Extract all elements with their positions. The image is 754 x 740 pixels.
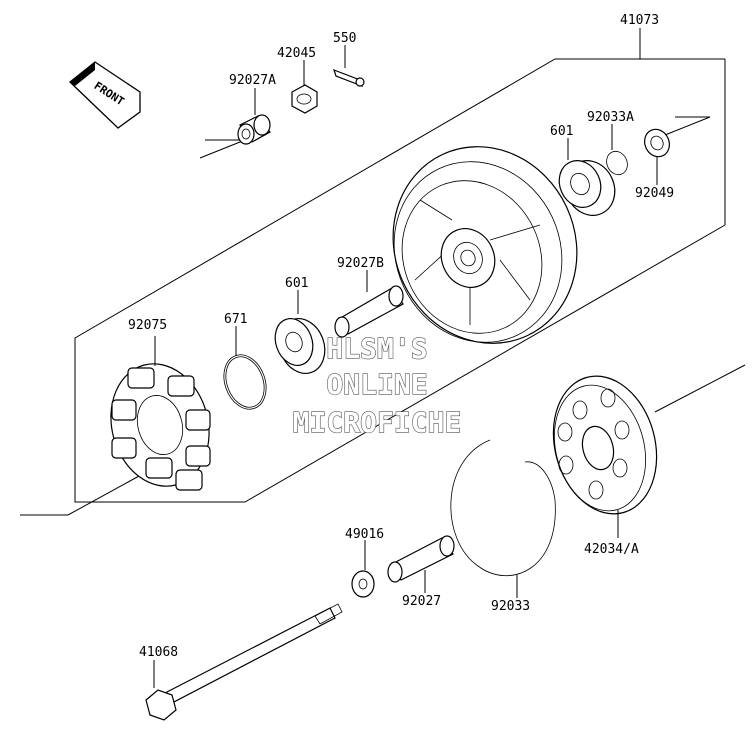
part-labels: 41073 550 42045 92027A 601 92033A 92049 … <box>128 13 674 660</box>
label-92049: 92049 <box>635 186 674 201</box>
label-42045: 42045 <box>277 46 316 61</box>
watermark-line-2: ONLINE <box>326 368 427 401</box>
bearing-601-top <box>558 138 616 216</box>
rear-wheel-rim <box>392 146 578 344</box>
collar-92027 <box>387 535 455 593</box>
label-601-mid: 601 <box>285 276 308 291</box>
label-49016: 49016 <box>345 527 384 542</box>
axle-41068 <box>145 603 343 721</box>
damper-92075 <box>110 336 211 491</box>
washer-49016 <box>351 540 375 598</box>
collar-92027B <box>334 270 404 338</box>
circlip-92033 <box>450 439 556 598</box>
watermark: HLSM'S ONLINE MICROFICHE <box>292 331 462 439</box>
label-92033: 92033 <box>491 599 530 614</box>
label-601-top: 601 <box>550 124 573 139</box>
label-41073: 41073 <box>620 13 659 28</box>
label-41068: 41068 <box>139 645 178 660</box>
watermark-line-3: MICROFICHE <box>293 406 462 439</box>
label-671: 671 <box>224 312 247 327</box>
label-42034A: 42034/A <box>584 542 639 557</box>
collar-92027A <box>237 88 271 145</box>
label-92027A: 92027A <box>229 73 276 88</box>
label-550: 550 <box>333 31 356 46</box>
label-92027B: 92027B <box>337 256 384 271</box>
sprocket-flange-42034A <box>552 375 658 538</box>
bearing-601-mid <box>274 290 326 374</box>
watermark-line-1: HLSM'S <box>326 332 427 365</box>
label-92033A: 92033A <box>587 110 634 125</box>
cotter-pin-550 <box>333 45 365 88</box>
front-arrow-icon: FRONT <box>69 61 141 129</box>
o-ring-671 <box>223 326 267 410</box>
circlip-92033A <box>606 124 628 176</box>
label-92075: 92075 <box>128 318 167 333</box>
label-92027: 92027 <box>402 594 441 609</box>
oil-seal-92049 <box>644 128 670 185</box>
castle-nut-42045 <box>291 60 318 114</box>
